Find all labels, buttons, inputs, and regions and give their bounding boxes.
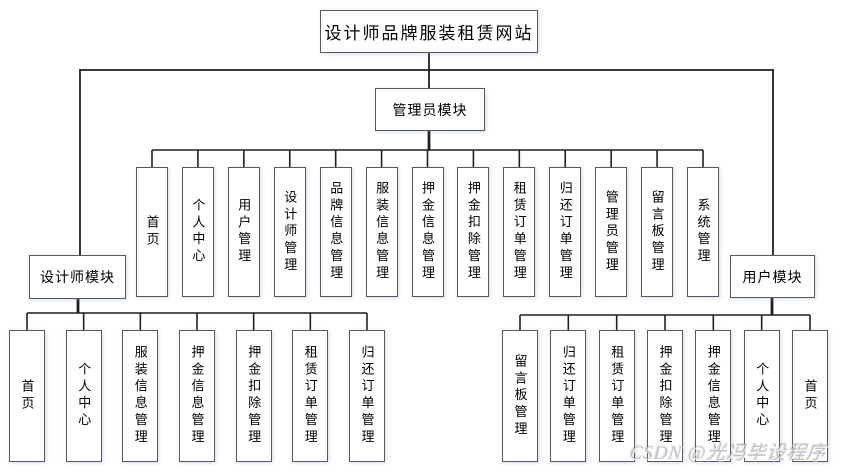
- watermark: CSDN @光冯毕设程序: [628, 443, 828, 464]
- tree-node-label: 个人中心: [190, 198, 206, 266]
- tree-node-designer-2: 服装信息管理: [122, 330, 159, 462]
- tree-node-label: 押金信息管理: [705, 345, 721, 447]
- tree-node-label: 首页: [19, 379, 35, 413]
- tree-node-admin-11: 留言板管理: [641, 167, 674, 297]
- tree-node-user-0: 留言板管理: [502, 330, 538, 462]
- tree-node-user-2: 租赁订单管理: [598, 330, 635, 462]
- tree-node-user-4: 押金信息管理: [695, 330, 732, 462]
- tree-node-label: 设计师管理: [282, 189, 298, 275]
- tree-node-admin-7: 押金扣除管理: [457, 167, 490, 297]
- tree-node-admin-5: 服装信息管理: [365, 167, 398, 297]
- tree-node-designer-4: 押金扣除管理: [235, 330, 272, 462]
- tree-node-label: 首页: [802, 379, 818, 413]
- tree-node-label: 租赁订单管理: [511, 181, 527, 283]
- user-module-node: 用户模块: [730, 255, 815, 298]
- tree-node-label: 系统管理: [695, 198, 711, 266]
- tree-node-label: 租赁订单管理: [609, 345, 625, 447]
- root-node: 设计师品牌服装租赁网站: [320, 10, 538, 53]
- tree-node-label: 押金扣除管理: [657, 345, 673, 447]
- tree-node-label: 留言板管理: [512, 353, 528, 439]
- tree-node-user-1: 归还订单管理: [550, 330, 587, 462]
- tree-node-label: 个人中心: [754, 362, 770, 430]
- tree-node-user-5: 个人中心: [743, 330, 780, 462]
- tree-node-admin-6: 押金信息管理: [411, 167, 444, 297]
- tree-node-label: 押金信息管理: [189, 345, 205, 447]
- tree-node-user-3: 押金扣除管理: [647, 330, 683, 462]
- tree-node-label: 留言板管理: [649, 189, 665, 275]
- tree-node-admin-3: 设计师管理: [273, 167, 306, 297]
- tree-node-admin-4: 品牌信息管理: [319, 167, 352, 297]
- tree-node-label: 租赁订单管理: [302, 345, 318, 447]
- admin-module-node: 管理员模块: [375, 88, 485, 131]
- tree-node-admin-2: 用户管理: [227, 167, 260, 297]
- tree-node-label: 服装信息管理: [374, 181, 390, 283]
- designer-module-node: 设计师模块: [29, 255, 126, 299]
- tree-node-label: 服装信息管理: [132, 345, 148, 447]
- tree-node-designer-6: 归还订单管理: [349, 330, 385, 462]
- tree-node-admin-1: 个人中心: [181, 167, 214, 297]
- tree-node-label: 押金扣除管理: [246, 345, 262, 447]
- tree-node-label: 品牌信息管理: [328, 181, 344, 283]
- tree-node-admin-0: 首页: [136, 167, 168, 297]
- tree-node-label: 个人中心: [76, 362, 92, 430]
- tree-node-designer-0: 首页: [9, 330, 45, 462]
- tree-node-user-6: 首页: [792, 330, 828, 462]
- tree-node-designer-3: 押金信息管理: [179, 330, 215, 462]
- tree-node-designer-1: 个人中心: [65, 330, 102, 462]
- tree-node-designer-5: 租赁订单管理: [292, 330, 329, 462]
- tree-node-label: 归还订单管理: [359, 345, 375, 447]
- tree-node-admin-9: 归还订单管理: [549, 167, 582, 297]
- tree-node-label: 管理员管理: [603, 189, 619, 275]
- tree-node-label: 押金扣除管理: [465, 181, 481, 283]
- tree-node-label: 首页: [144, 215, 160, 249]
- tree-node-label: 归还订单管理: [557, 181, 573, 283]
- tree-node-label: 用户管理: [236, 198, 252, 266]
- tree-node-label: 归还订单管理: [560, 345, 576, 447]
- tree-node-label: 押金信息管理: [420, 181, 435, 283]
- tree-node-admin-12: 系统管理: [687, 167, 719, 297]
- tree-node-admin-8: 租赁订单管理: [503, 167, 536, 297]
- tree-node-admin-10: 管理员管理: [595, 167, 628, 297]
